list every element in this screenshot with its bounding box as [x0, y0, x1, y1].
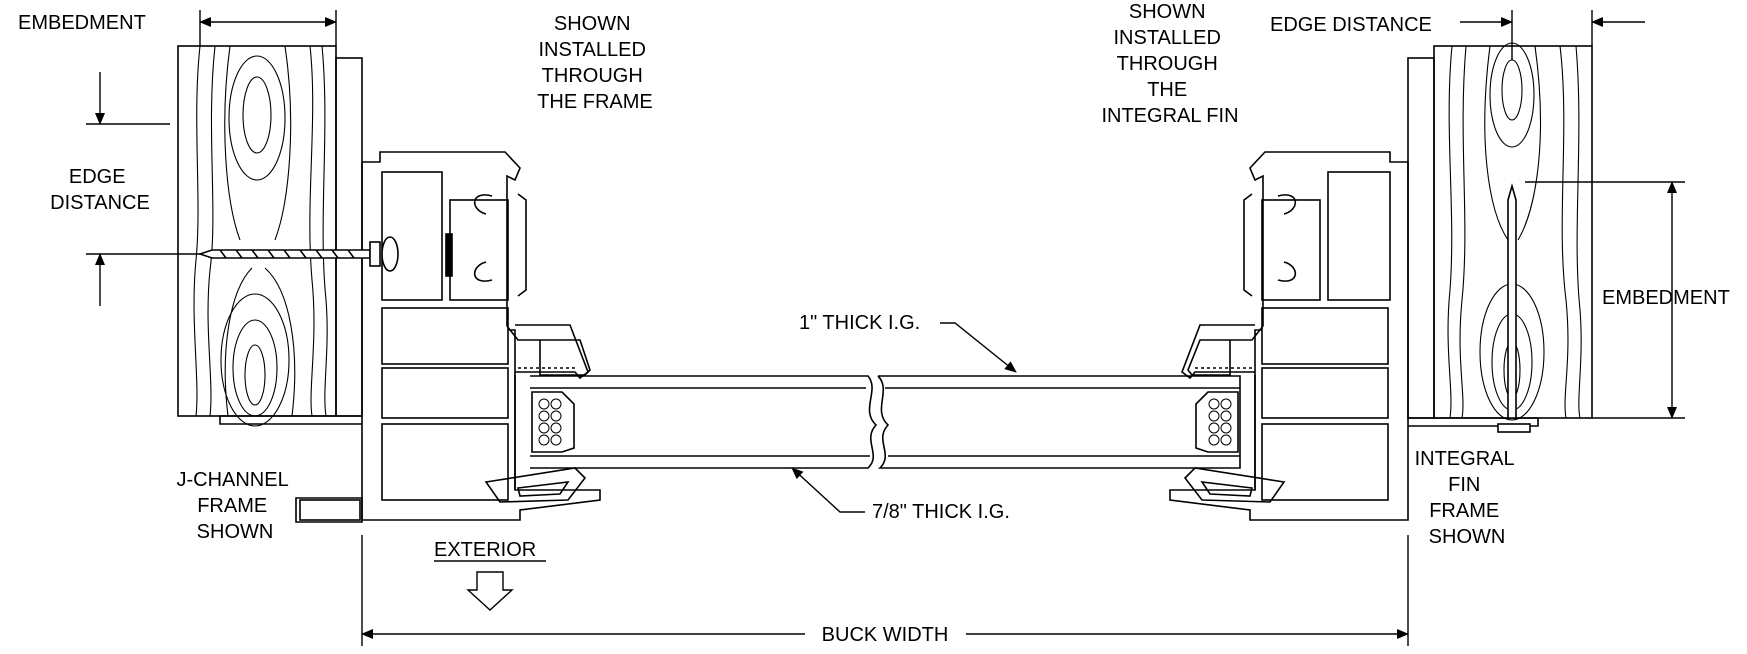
label-j-channel: J-CHANNEL FRAME SHOWN	[176, 469, 293, 543]
label-j-channel-line-2: FRAME	[197, 495, 267, 517]
annotation-labels: EMBEDMENT EDGE DISTANCE SHOWN INSTALLED …	[18, 1, 1730, 646]
desiccant-pattern	[538, 398, 1232, 446]
label-shown-through-fin-line-2: INSTALLED	[1113, 27, 1220, 49]
insulated-glass-unit	[530, 375, 1241, 469]
label-integral-fin-line-4: SHOWN	[1429, 526, 1506, 548]
label-shown-through-fin-line-4: THE	[1147, 79, 1187, 101]
label-edge-distance-left-line-2: DISTANCE	[50, 192, 150, 214]
label-shown-through-frame-line-1: SHOWN	[554, 13, 631, 35]
label-shown-through-fin-line-1: SHOWN	[1129, 1, 1206, 23]
label-exterior: EXTERIOR	[434, 539, 536, 561]
label-edge-distance-left-line-1: EDGE	[69, 166, 126, 188]
left-frame-profile	[219, 151, 601, 523]
right-fin-nail	[1497, 183, 1531, 433]
label-shown-through-frame: SHOWN INSTALLED THROUGH THE FRAME	[537, 13, 653, 113]
label-edge-distance-left: EDGE DISTANCE	[50, 166, 150, 214]
label-embedment-right: EMBEDMENT	[1602, 287, 1730, 309]
label-integral-fin-line-1: INTEGRAL	[1415, 448, 1515, 470]
label-shown-through-fin: SHOWN INSTALLED THROUGH THE INTEGRAL FIN	[1101, 1, 1238, 127]
label-j-channel-line-1: J-CHANNEL	[176, 469, 288, 491]
label-integral-fin-line-2: FIN	[1448, 474, 1480, 496]
label-shown-through-frame-line-2: INSTALLED	[538, 39, 645, 61]
label-ig-1in: 1" THICK I.G.	[799, 312, 920, 334]
label-j-channel-line-3: SHOWN	[197, 521, 274, 543]
label-ig-7-8in: 7/8" THICK I.G.	[872, 501, 1010, 523]
dimension-lines	[86, 10, 1685, 646]
label-shown-through-fin-line-5: INTEGRAL FIN	[1101, 105, 1238, 127]
wood-grain-right	[1447, 42, 1582, 421]
label-integral-fin-line-3: FRAME	[1429, 500, 1499, 522]
label-shown-through-fin-line-3: THROUGH	[1117, 53, 1218, 75]
left-wood-buck	[177, 45, 363, 427]
left-frame-screw	[197, 236, 399, 272]
label-edge-distance-right: EDGE DISTANCE	[1270, 14, 1432, 36]
label-shown-through-frame-line-3: THROUGH	[542, 65, 643, 87]
right-wood-buck	[1407, 42, 1593, 421]
label-embedment-left: EMBEDMENT	[18, 12, 146, 34]
wood-grain-left	[193, 45, 328, 427]
label-integral-fin: INTEGRAL FIN FRAME SHOWN	[1415, 448, 1520, 548]
label-shown-through-frame-line-4: THE FRAME	[537, 91, 653, 113]
label-buck-width: BUCK WIDTH	[822, 624, 949, 646]
right-frame-profile	[1169, 151, 1539, 521]
